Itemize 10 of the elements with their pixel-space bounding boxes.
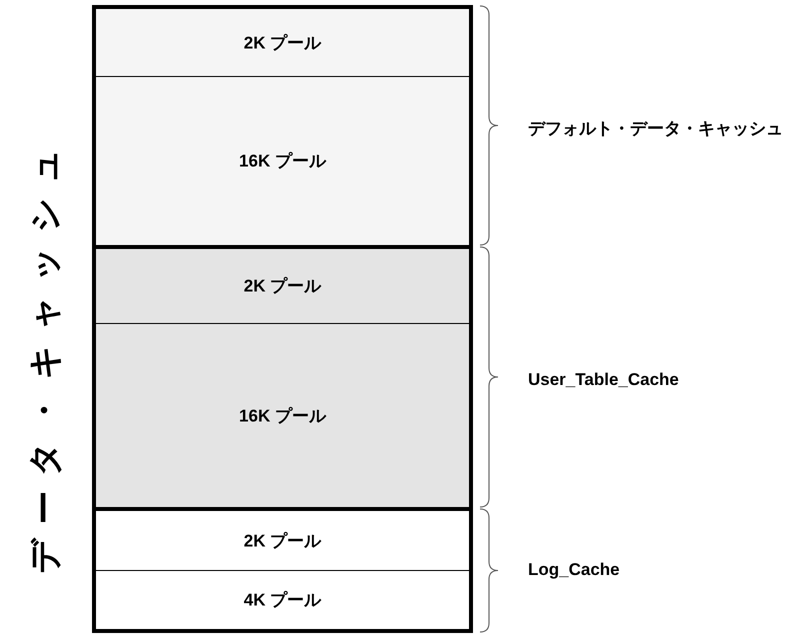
cache-label: デフォルト・データ・キャッシュ xyxy=(528,118,784,140)
pool-label: 16K プール xyxy=(239,150,326,172)
pool-label: 2K プール xyxy=(244,276,322,298)
vertical-title: データ・キャッシュ xyxy=(25,134,65,574)
pool-label: 4K プール xyxy=(244,590,322,612)
cache-label: User_Table_Cache xyxy=(528,369,680,391)
pool-label: 2K プール xyxy=(244,530,322,552)
cache-label: Log_Cache xyxy=(528,559,621,581)
pool-label: 16K プール xyxy=(239,405,326,427)
pool-label: 2K プール xyxy=(244,32,322,54)
